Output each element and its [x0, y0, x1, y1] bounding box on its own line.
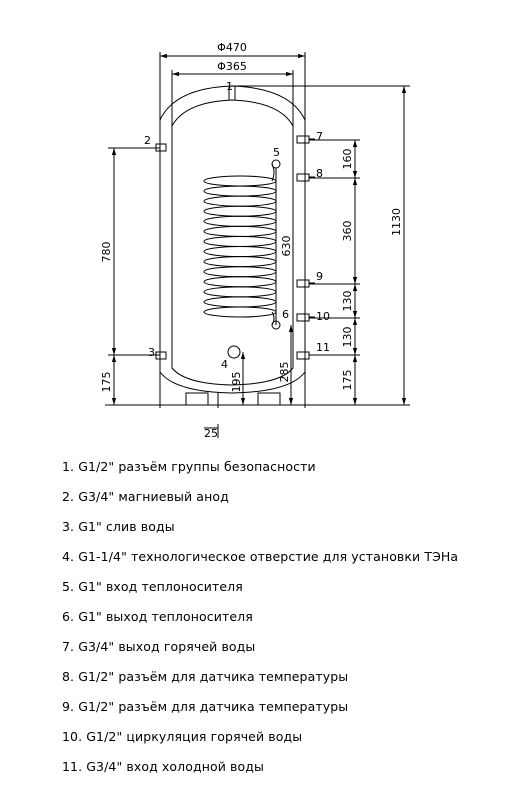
dim-inner-diameter: Φ365 — [217, 60, 247, 73]
coil-loop — [203, 195, 277, 207]
coil-loop — [203, 306, 277, 318]
marker-5: 5 — [273, 146, 280, 159]
dim-630: 630 — [280, 236, 293, 257]
marker-3: 3 — [148, 346, 155, 359]
dim-175-right: 175 — [341, 370, 354, 391]
legend-item: 8. G1/2" разъём для датчика температуры — [62, 669, 349, 684]
coil-loop — [203, 185, 277, 197]
dim-outer-diameter: Φ470 — [217, 41, 247, 54]
coil-inlet — [271, 163, 275, 182]
marker-7: 7 — [316, 130, 323, 143]
dim-total-height: 1130 — [390, 208, 403, 236]
marker-1: 1 — [226, 80, 233, 93]
coil-loop — [203, 215, 277, 227]
dim-285: 285 — [278, 362, 291, 383]
dim-360: 360 — [341, 221, 354, 242]
legend-item: 4. G1-1/4" технологическое отверстие для… — [62, 549, 459, 564]
coil-loop — [203, 235, 277, 247]
dim-130-a: 130 — [341, 291, 354, 312]
legend-item: 6. G1" выход теплоносителя — [62, 609, 253, 624]
dim-160: 160 — [341, 149, 354, 170]
coil-loop — [203, 296, 277, 308]
legend-item: 2. G3/4" магниевый анод — [62, 489, 229, 504]
legend-item: 1. G1/2" разъём группы безопасности — [62, 459, 316, 474]
legend-item: 3. G1" слив воды — [62, 519, 175, 534]
coil-loop — [203, 246, 277, 258]
coil-loop — [203, 205, 277, 217]
marker-9: 9 — [316, 270, 323, 283]
marker-4: 4 — [221, 358, 228, 371]
legend-item: 5. G1" вход теплоносителя — [62, 579, 243, 594]
marker-2: 2 — [144, 134, 151, 147]
heat-exchanger-coil — [203, 163, 277, 326]
coil-loop — [203, 276, 277, 288]
coil-loop — [203, 175, 277, 187]
dim-195: 195 — [230, 372, 243, 393]
coil-outlet — [271, 311, 275, 326]
legend-item: 7. G3/4" выход горячей воды — [62, 639, 256, 654]
dim-780: 780 — [100, 242, 113, 263]
dim-175-left: 175 — [100, 372, 113, 393]
dim-25: 25 — [204, 427, 218, 440]
legend-item: 11. G3/4" вход холодной воды — [62, 759, 264, 774]
legend-item: 10. G1/2" циркуляция горячей воды — [62, 729, 303, 744]
coil-loop — [203, 266, 277, 278]
coil-loop — [203, 225, 277, 237]
legend-item: 9. G1/2" разъём для датчика температуры — [62, 699, 349, 714]
coil-loop — [203, 256, 277, 268]
marker-10: 10 — [316, 310, 330, 323]
coil-loop — [203, 286, 277, 298]
dim-130-b: 130 — [341, 327, 354, 348]
marker-6: 6 — [282, 308, 289, 321]
connection-legend: 1. G1/2" разъём группы безопасности 2. G… — [62, 452, 512, 782]
marker-11: 11 — [316, 341, 330, 354]
marker-8: 8 — [316, 167, 323, 180]
tank-drawing: Φ470 Φ365 1130 780 175 195 285 630 25 16… — [100, 41, 410, 440]
